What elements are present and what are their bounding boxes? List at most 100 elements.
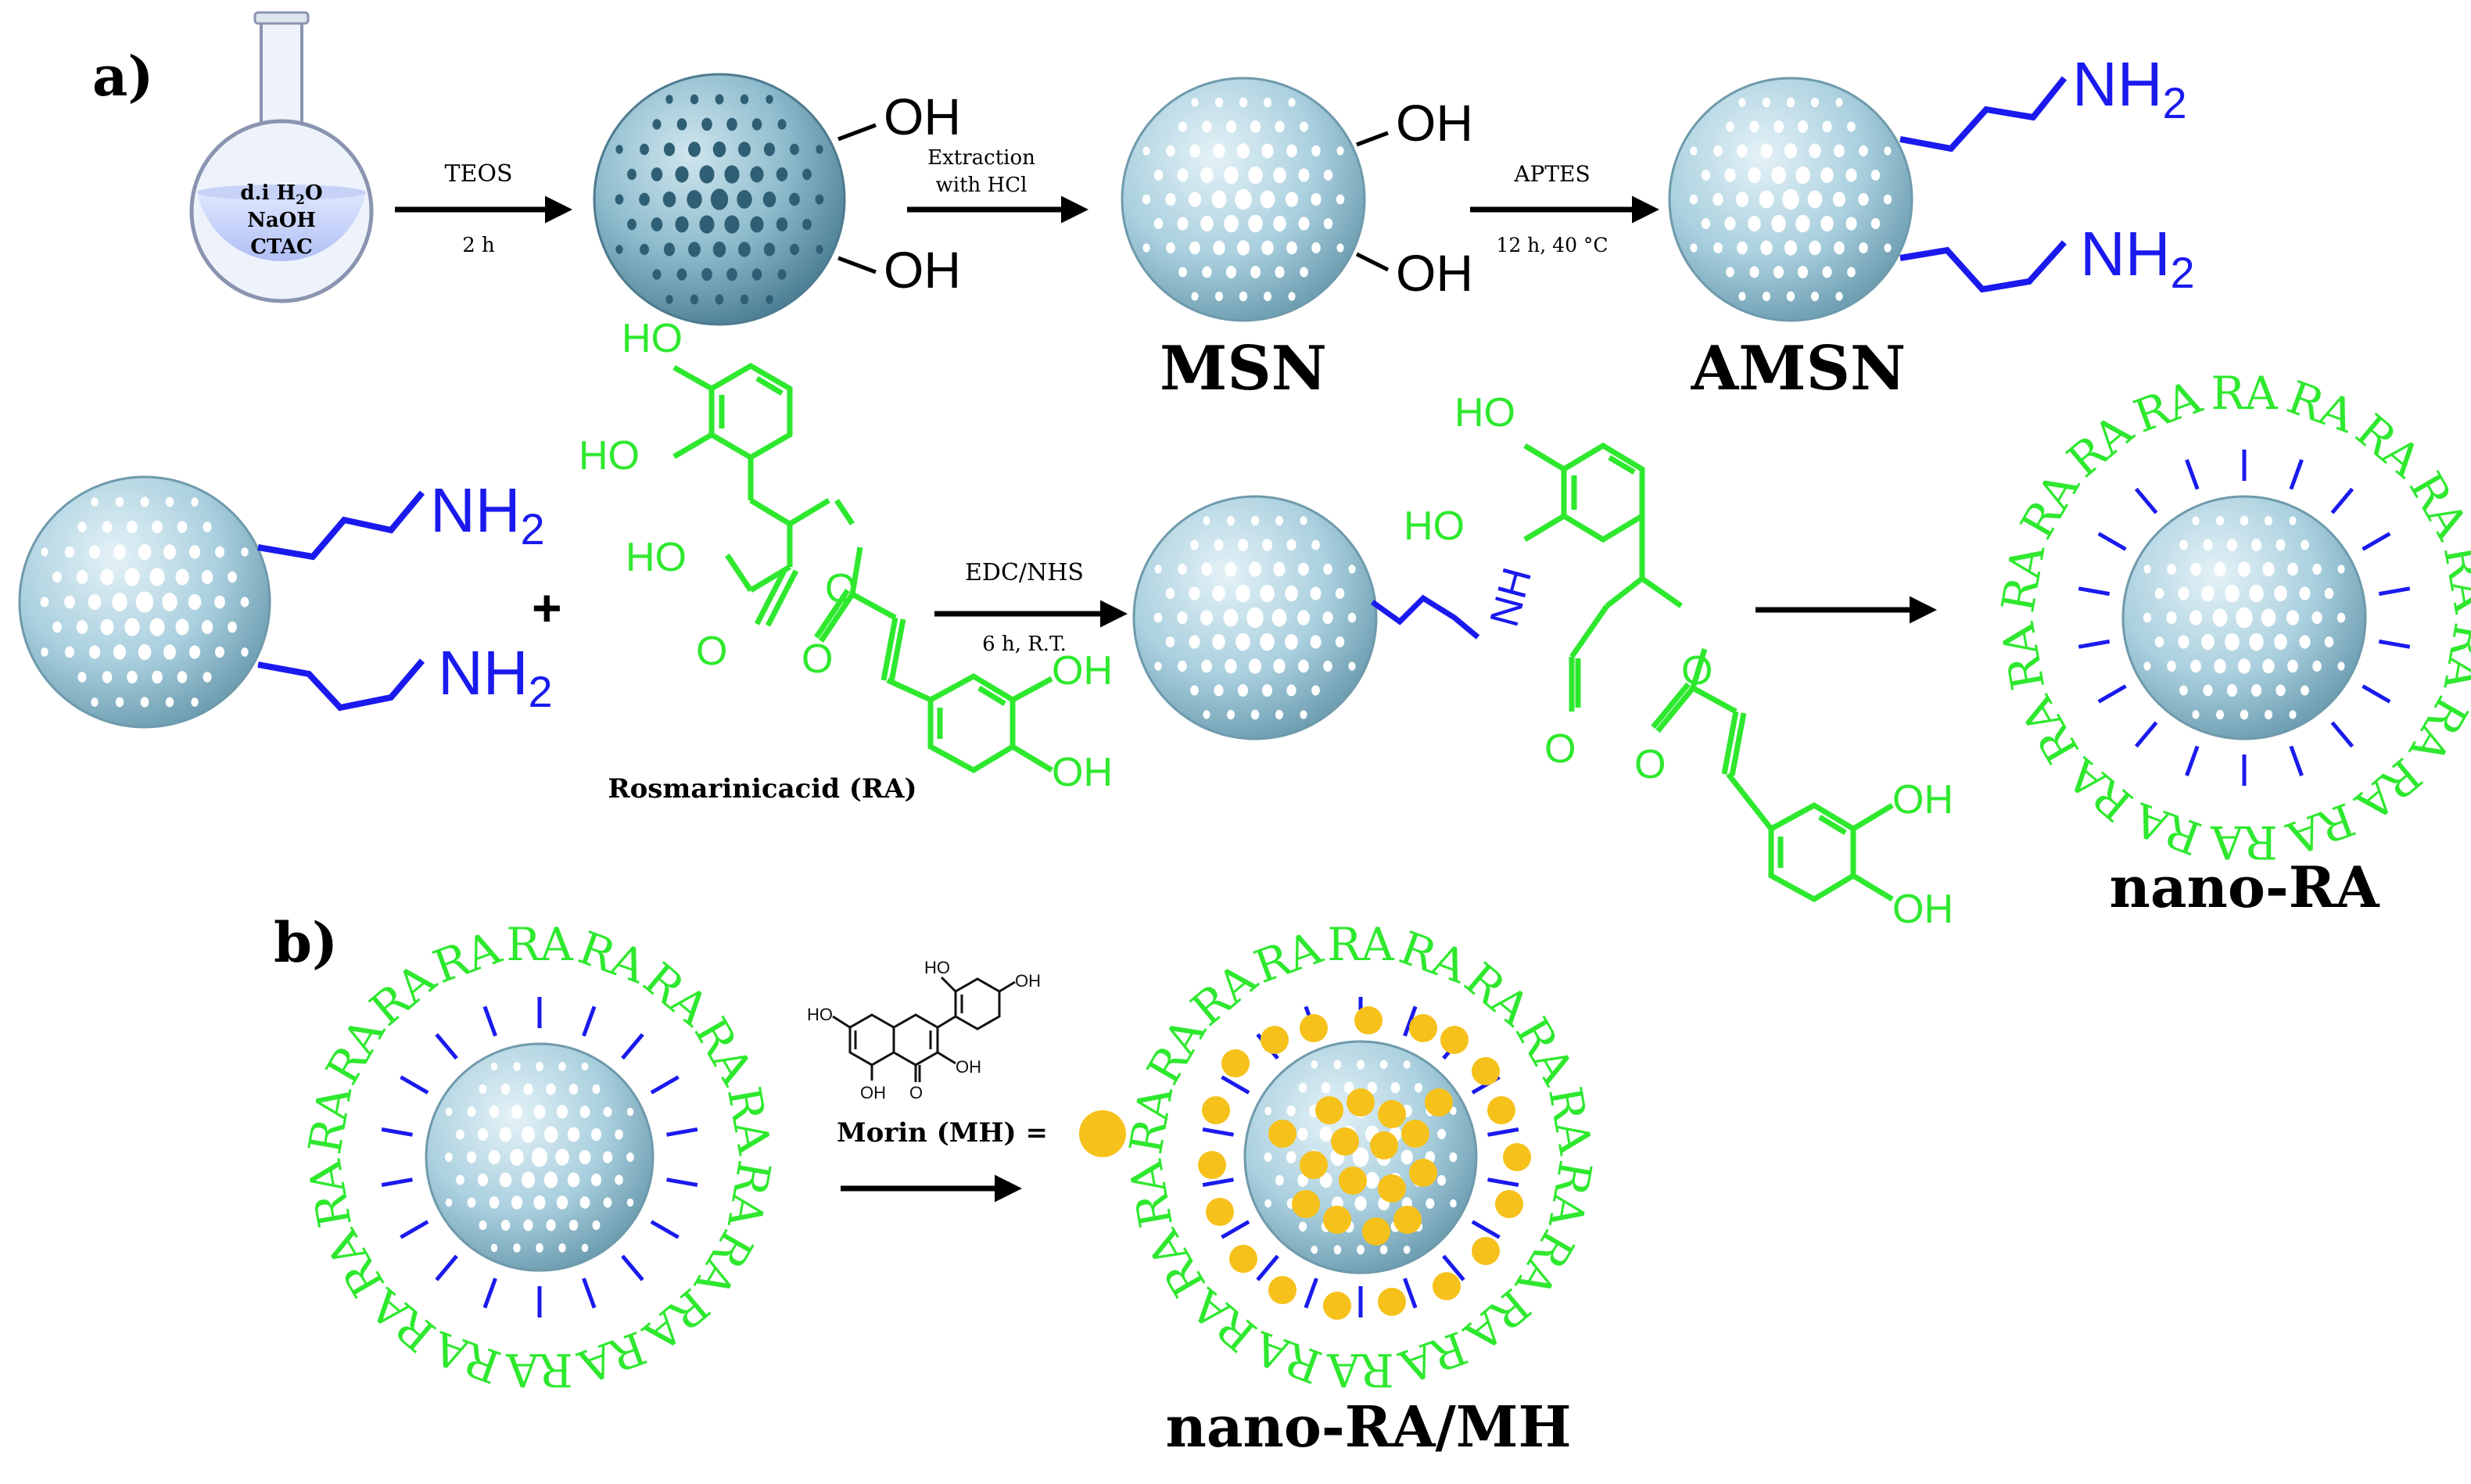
- pore: [102, 671, 113, 683]
- pore: [1858, 192, 1869, 206]
- pore: [1190, 685, 1199, 696]
- pore: [1786, 291, 1795, 302]
- pore: [1884, 146, 1892, 156]
- pore: [2214, 658, 2226, 674]
- linker-tick: [1403, 1278, 1418, 1309]
- linker-tick: [482, 1005, 497, 1037]
- linker-tick: [650, 1075, 680, 1095]
- pore: [1236, 633, 1250, 651]
- pore: [1236, 240, 1250, 256]
- morin-dot: [1393, 1206, 1422, 1234]
- morin-dot: [1362, 1217, 1390, 1246]
- ra-label: RA: [2210, 815, 2278, 869]
- svg-text:O: O: [825, 566, 856, 611]
- pore: [1153, 612, 1163, 623]
- propyl-linker: [257, 490, 425, 561]
- pore: [2240, 709, 2249, 720]
- pore: [1298, 1221, 1307, 1232]
- svg-text:O: O: [909, 1083, 923, 1102]
- pore: [140, 697, 149, 708]
- morin-dot: [1331, 1127, 1359, 1156]
- pore: [1250, 120, 1261, 134]
- pore: [2225, 633, 2240, 651]
- pore: [536, 1243, 543, 1253]
- pore: [88, 593, 102, 611]
- pore: [1264, 1106, 1271, 1116]
- pore: [499, 1127, 512, 1142]
- pore: [2154, 587, 2164, 600]
- linker-tick: [1304, 1278, 1318, 1309]
- pore: [2212, 608, 2228, 627]
- morin-dot: [1370, 1131, 1398, 1160]
- pore: [1859, 242, 1868, 254]
- pore: [228, 571, 237, 583]
- linker-tick: [1202, 1178, 1234, 1188]
- pore: [790, 243, 799, 256]
- pore: [665, 295, 673, 304]
- pore: [1248, 214, 1263, 233]
- ra-label: RA: [2399, 463, 2471, 548]
- pore: [499, 1172, 512, 1188]
- pore: [688, 142, 701, 157]
- pore: [2276, 684, 2286, 697]
- morin-dot: [1495, 1190, 1523, 1218]
- pore: [1832, 192, 1846, 207]
- oh-group: OH: [884, 241, 961, 299]
- pore: [2143, 661, 2151, 671]
- pore: [2192, 516, 2200, 525]
- pore: [651, 217, 663, 231]
- pore: [77, 672, 87, 683]
- pore: [1273, 561, 1286, 577]
- pore: [1298, 1082, 1307, 1093]
- pore: [1271, 608, 1287, 627]
- pore: [1177, 611, 1188, 625]
- pore: [676, 118, 687, 131]
- pore: [489, 1196, 500, 1209]
- edc-nhs-label: EDC/NHS: [965, 559, 1084, 586]
- pore: [511, 1105, 523, 1119]
- pore: [590, 1173, 602, 1187]
- pore: [488, 1149, 500, 1165]
- pore: [1261, 240, 1274, 256]
- pore: [2249, 633, 2264, 651]
- msn-label: MSN: [1160, 333, 1327, 404]
- pore: [1845, 168, 1857, 182]
- pore: [1202, 120, 1212, 133]
- pore: [2311, 611, 2322, 625]
- pore: [2312, 660, 2322, 672]
- pore: [663, 142, 676, 156]
- pore: [1713, 242, 1723, 254]
- pore: [1822, 266, 1832, 278]
- linker-tick: [2078, 586, 2111, 597]
- pore: [521, 1171, 536, 1188]
- pore: [521, 1126, 536, 1143]
- pore: [2167, 563, 2176, 575]
- pore: [1738, 292, 1746, 301]
- pore: [523, 1083, 533, 1095]
- morin-dot: [1425, 1088, 1453, 1117]
- pore: [2190, 659, 2201, 673]
- pore: [687, 190, 702, 209]
- pore: [113, 644, 126, 660]
- pore: [2324, 636, 2334, 648]
- pore: [2203, 684, 2213, 697]
- pore: [1224, 214, 1239, 233]
- pore: [662, 191, 676, 208]
- pore: [513, 1062, 521, 1071]
- nh2-group: NH2: [2072, 49, 2187, 127]
- linker-tick: [1487, 1127, 1519, 1137]
- pore: [1297, 1127, 1308, 1141]
- panel-label-b: b): [274, 910, 338, 975]
- pore: [1762, 291, 1771, 302]
- pore: [2240, 515, 2249, 526]
- morin-dot: [1268, 1120, 1296, 1148]
- linker-tick: [2185, 745, 2200, 776]
- pore: [1311, 242, 1321, 254]
- pore: [1166, 145, 1175, 157]
- pore: [816, 145, 823, 154]
- pore: [127, 670, 138, 684]
- pore: [567, 1127, 580, 1142]
- pore: [1847, 267, 1856, 278]
- pore: [1820, 167, 1834, 184]
- pore: [477, 1173, 489, 1187]
